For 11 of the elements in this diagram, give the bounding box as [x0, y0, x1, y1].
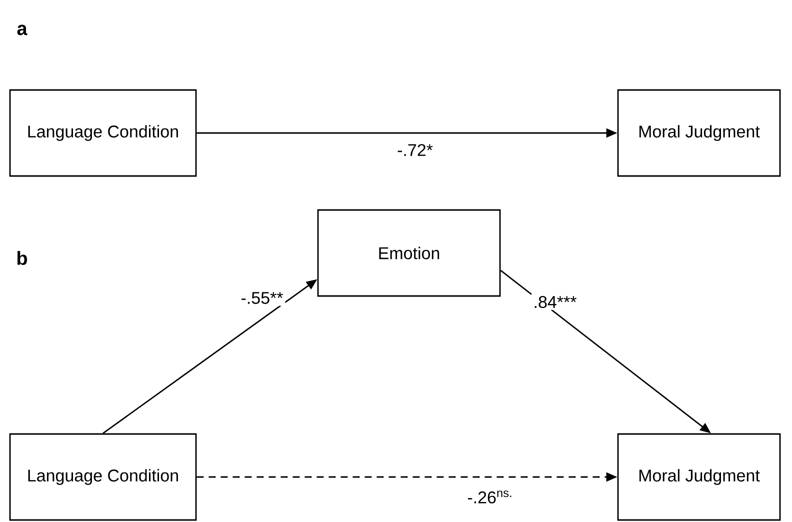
edge-label: -.55**: [238, 290, 286, 306]
panel-letter: b: [17, 251, 28, 265]
edge-label: .84***: [531, 294, 579, 310]
panel-letter: a: [17, 24, 28, 36]
process-box: Moral Judgment: [617, 433, 781, 521]
edge-label: -.72*: [395, 142, 435, 158]
process-box: Language Condition: [9, 433, 197, 521]
process-box: Moral Judgment: [617, 89, 781, 177]
process-box: Emotion: [317, 209, 501, 297]
process-box: Language Condition: [9, 89, 197, 177]
edge-label: -.26$^{ns.}$: [465, 488, 515, 506]
